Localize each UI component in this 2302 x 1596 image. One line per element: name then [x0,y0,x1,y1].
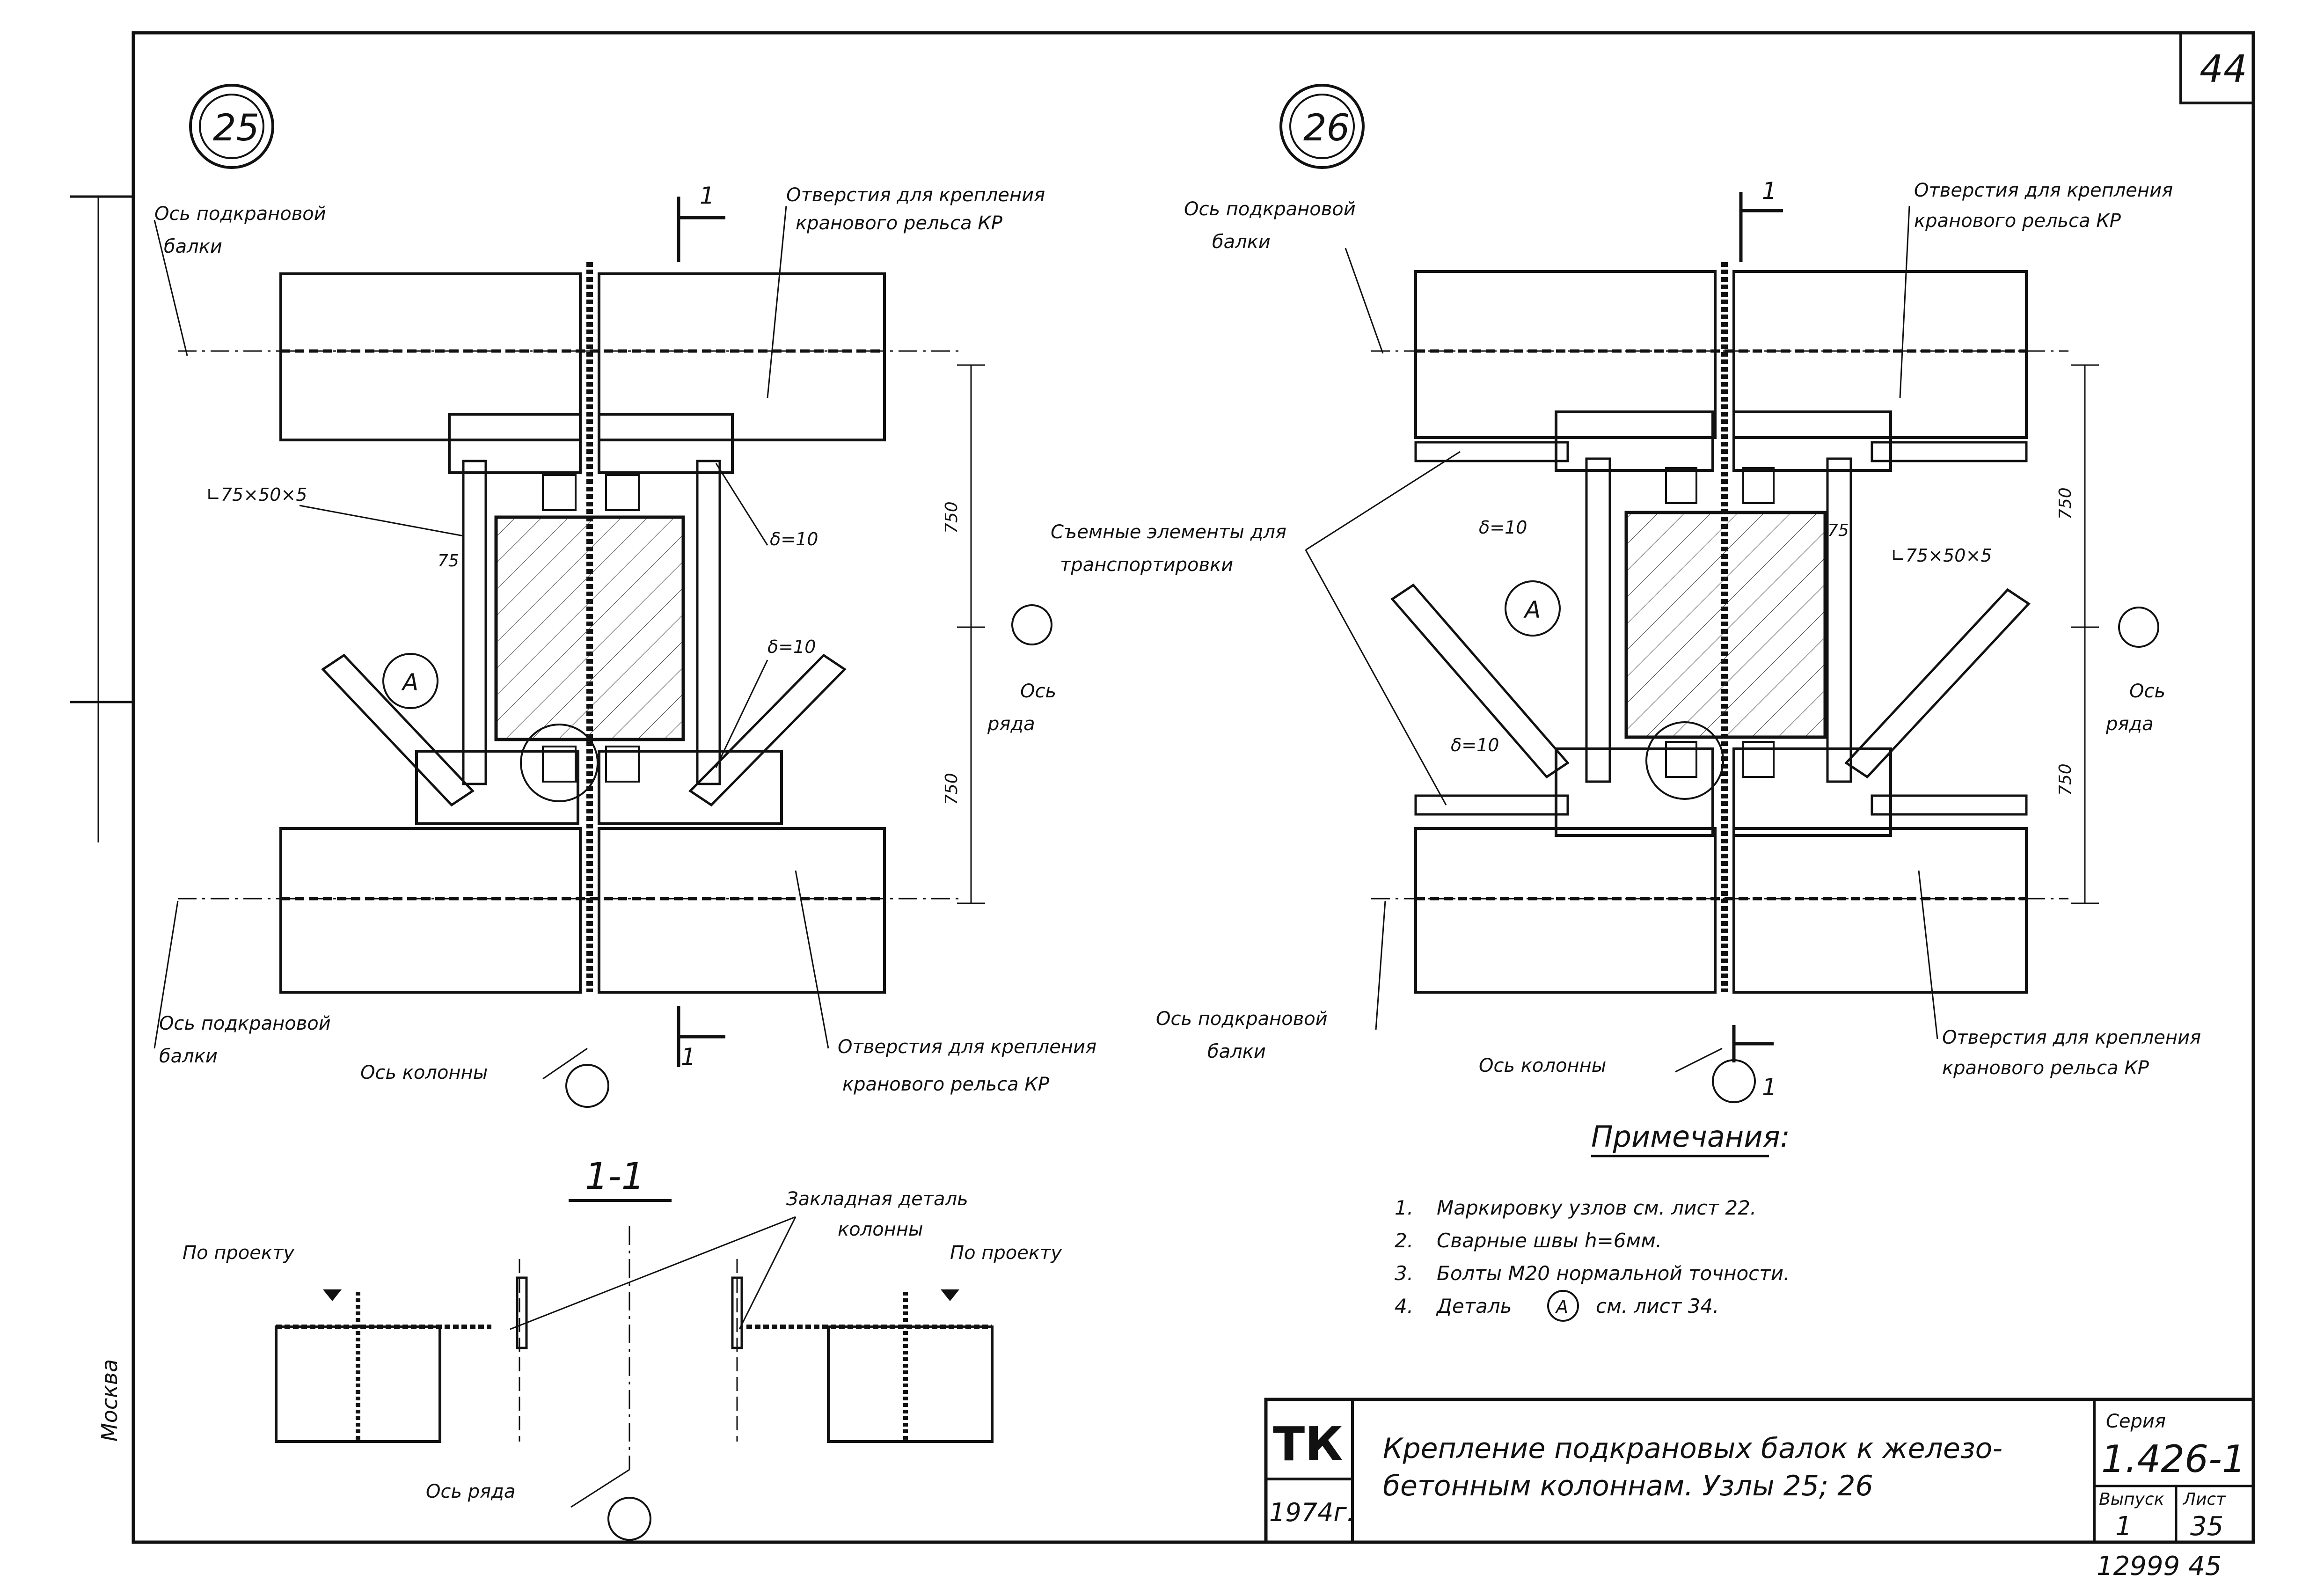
node-26-section-mark-top: 1 [1762,177,1777,205]
node-26-removable-1: Съемные элементы для [1051,521,1286,543]
node-26-section-mark-bottom: 1 [1762,1074,1777,1101]
node-25-holes-bottom-1: Отверстия для крепления [838,1036,1096,1058]
sheet-label: Лист [2182,1490,2226,1509]
node-26-removable-2: транспортировки [1060,554,1233,576]
node-25-axis-beam-top-1: Ось подкрановой [154,203,326,225]
node-26-axis-beam-bottom-2: балки [1207,1041,1266,1062]
note-4-num: 4. [1395,1295,1413,1318]
node-25-axis-beam-bottom-1: Ось подкрановой [159,1013,331,1034]
node-25-axis-row-2: ряда [987,713,1035,735]
note-1-text: Маркировку узлов см. лист 22. [1437,1196,1756,1219]
section-1-1: 1-1 Закладная деталь колонны По проекту … [183,1156,1062,1541]
note-2-num: 2. [1395,1229,1413,1252]
node-26-dim-75: 75 [1827,521,1849,540]
node-26-plate-1: δ=10 [1479,517,1527,538]
notes: Примечания: 1. Маркировку узлов см. лист… [1395,1120,1790,1322]
node-26-axis-row-1: Ось [2129,681,2165,702]
node-25-axis-beam-top-2: балки [164,236,222,257]
node-25-holes-top-2: кранового рельса КР [796,212,1003,234]
node-26-angle: ∟75×50×5 [1891,545,1992,566]
node-26-detail: А [1523,596,1541,623]
node-25-label: 25 [213,107,259,149]
node-26-label: 26 [1303,107,1350,149]
series-label: Серия [2106,1411,2166,1432]
note-4-circle: А [1555,1296,1568,1317]
node-26-axis-row-2: ряда [2105,713,2154,735]
footer-number: 12999 45 [2097,1551,2222,1581]
node-26: 26 [1051,84,2201,1103]
node-26-holes-bottom-1: Отверстия для крепления [1942,1027,2201,1048]
node-25-dim-upper: 750 [942,501,961,534]
sheet-number: 44 [2200,47,2247,91]
margin-text: Москва [97,1359,122,1442]
notes-title: Примечания: [1591,1120,1790,1154]
section-axis-row: Ось ряда [426,1481,515,1502]
node-25-axis-row-1: Ось [1020,681,1056,702]
section-title: 1-1 [585,1156,644,1198]
node-26-holes-top-2: кранового рельса КР [1914,210,2121,232]
title-block: ТК 1974г. Крепление подкрановых балок к … [1264,1398,2255,1544]
section-embedded-1: Закладная деталь [786,1188,968,1210]
node-25-plate-1: δ=10 [770,529,818,549]
node-26-axis-beam-bottom-1: Ось подкрановой [1156,1008,1328,1030]
series-value: 1.426-1 [2101,1437,2246,1481]
node-25-angle: ∟75×50×5 [206,484,307,505]
sheet-frame [70,31,2255,1544]
node-26-holes-top-1: Отверстия для крепления [1914,180,2173,201]
note-2-text: Сварные швы h=6мм. [1437,1229,1662,1252]
node-26-axis-column: Ось колонны [1479,1055,1606,1076]
node-25-section-mark-top: 1 [700,182,715,209]
note-4-tail: см. лист 34. [1596,1295,1719,1318]
title-year: 1974г. [1269,1498,1355,1527]
node-25: 25 [153,84,1096,1108]
node-26-holes-bottom-2: кранового рельса КР [1942,1057,2149,1079]
issue-value: 1 [2115,1511,2132,1542]
title-org: ТК [1273,1417,1343,1472]
title-line-1: Крепление подкрановых балок к железо- [1383,1432,2002,1465]
node-25-detail: А [401,669,418,696]
node-25-dim-lower: 750 [942,773,961,805]
node-25-dim-75: 75 [438,551,459,571]
node-25-section-mark-bottom: 1 [681,1043,696,1070]
node-26-axis-beam-top-1: Ось подкрановой [1184,198,1356,220]
section-by-project-right: По проекту [950,1242,1062,1264]
node-25-plate-2: δ=10 [767,637,816,657]
node-26-dim-lower: 750 [2056,763,2075,796]
note-1-num: 1. [1395,1196,1413,1219]
note-3-text: Болты М20 нормальной точности. [1437,1262,1790,1285]
node-26-axis-beam-top-2: балки [1212,231,1271,253]
node-26-plate-2: δ=10 [1451,735,1499,755]
node-25-holes-top-1: Отверстия для крепления [786,184,1045,206]
note-4-text: Деталь [1436,1295,1512,1318]
issue-label: Выпуск [2099,1490,2164,1509]
note-3-num: 3. [1395,1262,1413,1285]
section-embedded-2: колонны [838,1219,923,1240]
sheet-value: 35 [2190,1511,2223,1542]
title-line-2: бетонным колоннам. Узлы 25; 26 [1383,1470,1873,1502]
node-25-axis-column: Ось колонны [360,1062,488,1084]
node-25-holes-bottom-2: кранового рельса КР [842,1074,1050,1095]
node-25-axis-beam-bottom-2: балки [159,1046,218,1067]
node-26-dim-upper: 750 [2056,487,2075,520]
section-by-project-left: По проекту [183,1242,295,1264]
